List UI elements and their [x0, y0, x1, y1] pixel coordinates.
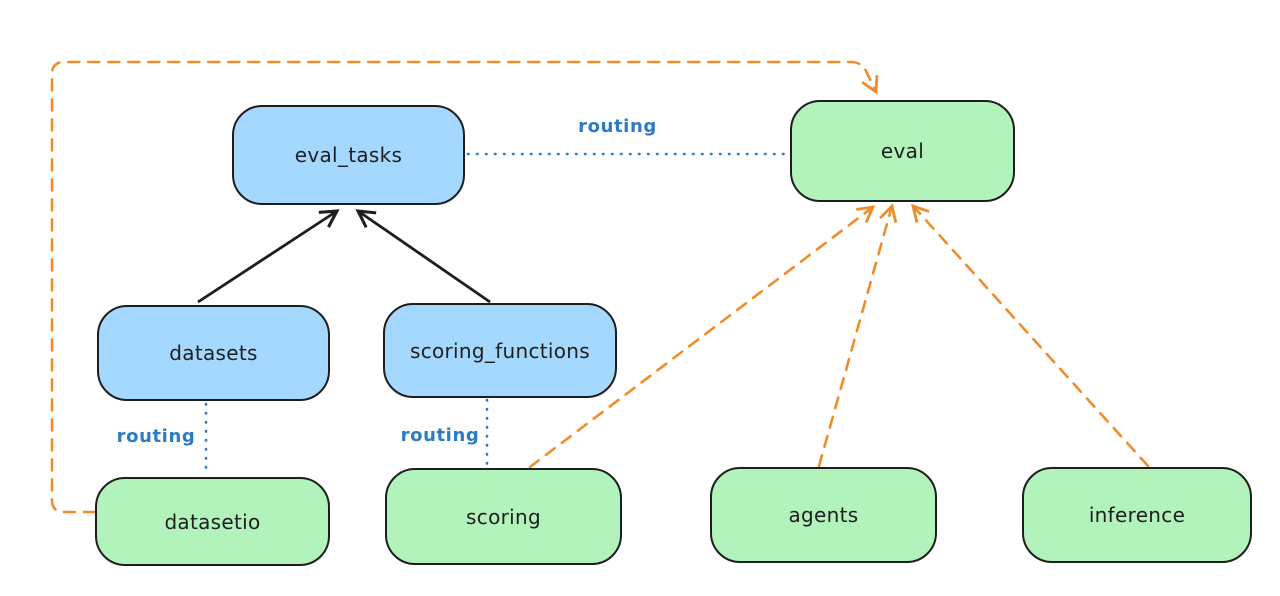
routing-label-scoring: routing	[400, 425, 480, 446]
node-scoring-functions-label: scoring_functions	[409, 338, 591, 363]
edge-scoring-to-eval	[528, 205, 876, 469]
node-scoring-functions: scoring_functions	[383, 303, 617, 398]
edge-agents-to-eval	[817, 203, 898, 468]
node-eval-tasks-label: eval_tasks	[294, 143, 403, 167]
edge-datasets-to-eval-tasks	[197, 209, 340, 304]
node-datasetio-label: datasetio	[164, 509, 261, 534]
node-scoring-label: scoring	[466, 504, 541, 529]
edge-inference-to-eval	[911, 203, 1150, 468]
node-inference: inference	[1022, 467, 1252, 563]
node-datasetio: datasetio	[95, 477, 330, 566]
node-scoring: scoring	[385, 468, 622, 565]
node-agents-label: agents	[788, 503, 859, 527]
edge-datasetio-to-eval	[50, 60, 879, 514]
node-eval-tasks: eval_tasks	[232, 105, 465, 205]
node-agents: agents	[710, 467, 937, 563]
node-inference-label: inference	[1088, 503, 1186, 527]
node-datasets: datasets	[97, 305, 330, 401]
routing-label-eval: routing	[578, 116, 657, 137]
node-eval-label: eval	[880, 139, 925, 163]
edge-scoring-functions-to-eval-tasks	[355, 209, 491, 304]
node-eval: eval	[790, 100, 1015, 202]
node-datasets-label: datasets	[169, 341, 258, 365]
routing-label-datasetio: routing	[116, 426, 196, 447]
